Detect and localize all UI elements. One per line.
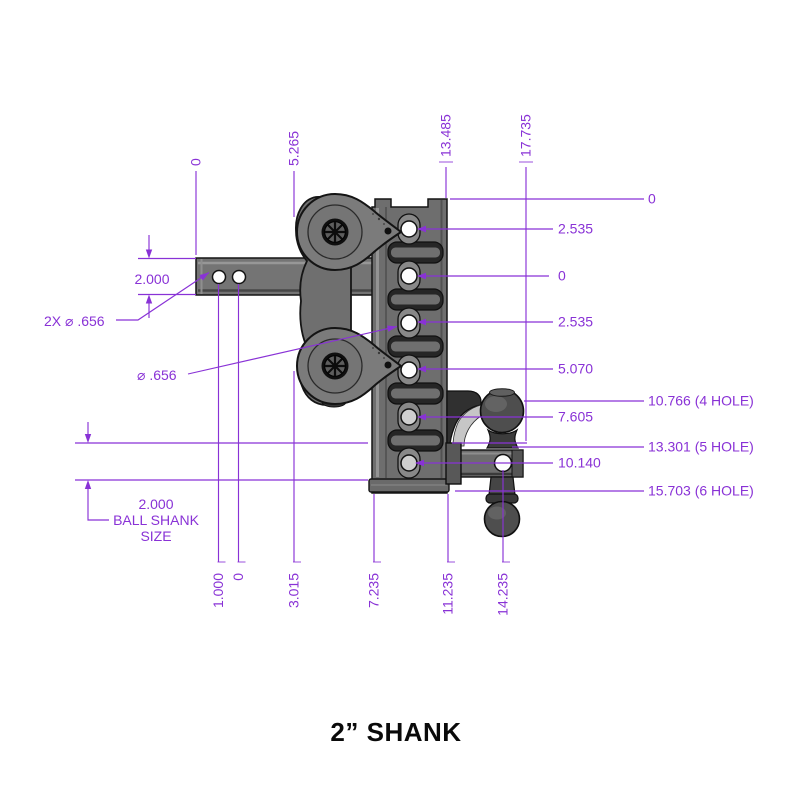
dim-top-17735: 17.735 bbox=[518, 114, 534, 157]
bracket-machined-curve bbox=[452, 404, 482, 447]
dim-hole-2535b: 2.535 bbox=[558, 314, 593, 330]
channel-hole-5 bbox=[400, 408, 418, 426]
shank-height-dimension bbox=[138, 235, 196, 318]
dim-bottom-3015: 3.015 bbox=[286, 573, 302, 608]
shank-pin-hole-2 bbox=[231, 269, 247, 285]
dimension-labels: 0 5.265 13.485 17.735 2.535 0 2.535 5.07… bbox=[44, 114, 754, 616]
right-hole-leaders bbox=[415, 225, 553, 467]
dim-hole-10140: 10.140 bbox=[558, 455, 601, 471]
dim-ball-shank-size-line2: BALL SHANK bbox=[113, 512, 200, 528]
hitch-assembly bbox=[195, 192, 525, 538]
bottom-ordinate-lines bbox=[217, 284, 510, 563]
dim-top-13485: 13.485 bbox=[438, 114, 454, 157]
dim-top-5265: 5.265 bbox=[286, 131, 302, 166]
right-overall-lines bbox=[450, 198, 644, 492]
dim-overall-5hole: 13.301 (5 HOLE) bbox=[648, 439, 754, 455]
dim-bottom-11235: 11.235 bbox=[440, 573, 456, 615]
drawing-title: 2” SHANK bbox=[330, 717, 461, 747]
dim-hole-2535a: 2.535 bbox=[558, 221, 593, 237]
channel-rib-slots bbox=[387, 241, 444, 452]
dim-hole-0: 0 bbox=[558, 268, 566, 284]
adjustment-channel bbox=[368, 198, 450, 494]
dim-overall-0: 0 bbox=[648, 191, 656, 207]
channel-hole-leader bbox=[187, 325, 398, 375]
channel-hole-3 bbox=[400, 314, 418, 332]
dim-top-0: 0 bbox=[188, 158, 204, 166]
ball-mount-bracket bbox=[446, 390, 482, 447]
dim-overall-6hole: 15.703 (6 HOLE) bbox=[648, 483, 754, 499]
shank-holes-leader bbox=[116, 272, 210, 321]
dimension-lines bbox=[75, 161, 644, 563]
dim-ball-shank-size-value: 2.000 bbox=[138, 496, 173, 512]
dim-channel-hole-callout: ⌀ .656 bbox=[137, 367, 177, 383]
dim-bottom-1000: 1.000 bbox=[210, 573, 226, 608]
dim-bottom-7235: 7.235 bbox=[366, 573, 382, 608]
dim-shank-height: 2.000 bbox=[134, 271, 169, 287]
upper-hitch-ball bbox=[479, 388, 525, 449]
shank-pin-hole-1 bbox=[211, 269, 227, 285]
dim-overall-4hole: 10.766 (4 HOLE) bbox=[648, 393, 754, 409]
dim-hole-5070: 5.070 bbox=[558, 361, 593, 377]
dim-bottom-0: 0 bbox=[230, 573, 246, 581]
lower-hitch-ball bbox=[483, 476, 521, 538]
dim-bottom-14235: 14.235 bbox=[495, 573, 511, 616]
channel-holes bbox=[397, 213, 421, 479]
channel-hole-6 bbox=[400, 454, 418, 472]
lower-ball-neck bbox=[488, 476, 516, 496]
top-ordinate-lines bbox=[195, 161, 533, 441]
channel-hole-1 bbox=[400, 220, 418, 238]
channel-hole-4 bbox=[400, 361, 418, 379]
dim-shank-holes-callout: 2X ⌀ .656 bbox=[44, 313, 105, 329]
dim-ball-shank-size-line3: SIZE bbox=[140, 528, 171, 544]
dim-hole-7605: 7.605 bbox=[558, 409, 593, 425]
ball-shank-size-dimension bbox=[75, 422, 527, 521]
channel-hole-2 bbox=[400, 267, 418, 285]
